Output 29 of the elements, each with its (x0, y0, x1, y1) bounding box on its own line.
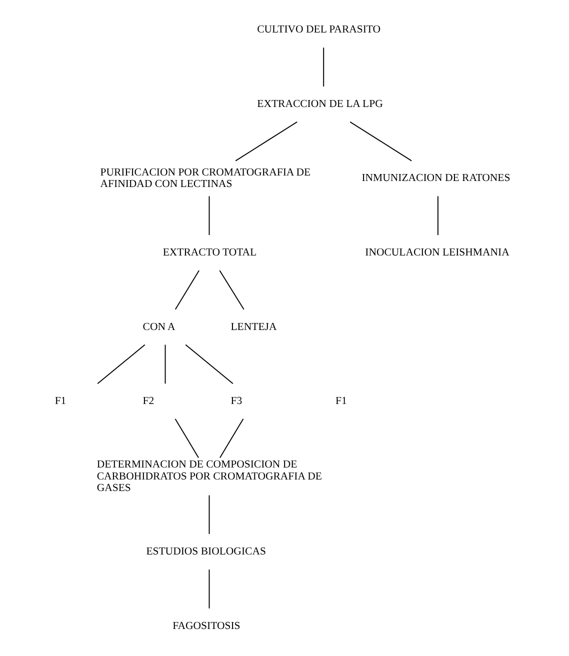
node-text: F3 (230, 395, 242, 408)
label: F1 (336, 395, 347, 408)
connector (219, 270, 244, 310)
connector (437, 196, 438, 236)
connector (208, 569, 210, 609)
node-text: FAGOSITOSIS (172, 620, 240, 632)
connector (164, 344, 166, 384)
connector (208, 494, 210, 534)
node-text: CON A (142, 320, 176, 333)
connector (208, 196, 210, 236)
connector (174, 418, 200, 458)
node-text: CULTIVO DEL PARASITO (257, 24, 381, 36)
connector (185, 344, 234, 384)
node-text: PURIFICACION POR CROMATOGRAFIA DE AFINIDAD CON LECTINAS (100, 166, 311, 190)
node-text: LENTEJA (230, 320, 277, 333)
node-text: DETERMINACION DE COMPOSICION DE CARBOHIDRATOS POR CROMATOGRAFIA DE GASES (96, 458, 322, 494)
connector (174, 270, 200, 310)
connector (323, 47, 324, 87)
node-text: F1 (54, 395, 66, 408)
connector (350, 121, 412, 162)
node-text: INMUNIZACION DE RATONES (362, 172, 510, 184)
node-text: EXTRACCION DE LA LPG (257, 98, 383, 110)
node-text: INOCULACION LEISHMANIA (365, 246, 510, 258)
node-text: ESTUDIOS BIOLOGICAS (146, 546, 266, 558)
node-text: F2 (142, 395, 154, 408)
connector (219, 418, 244, 458)
connector (235, 121, 298, 162)
node-text: EXTRACTO TOTAL (162, 246, 257, 258)
connector (97, 344, 146, 384)
